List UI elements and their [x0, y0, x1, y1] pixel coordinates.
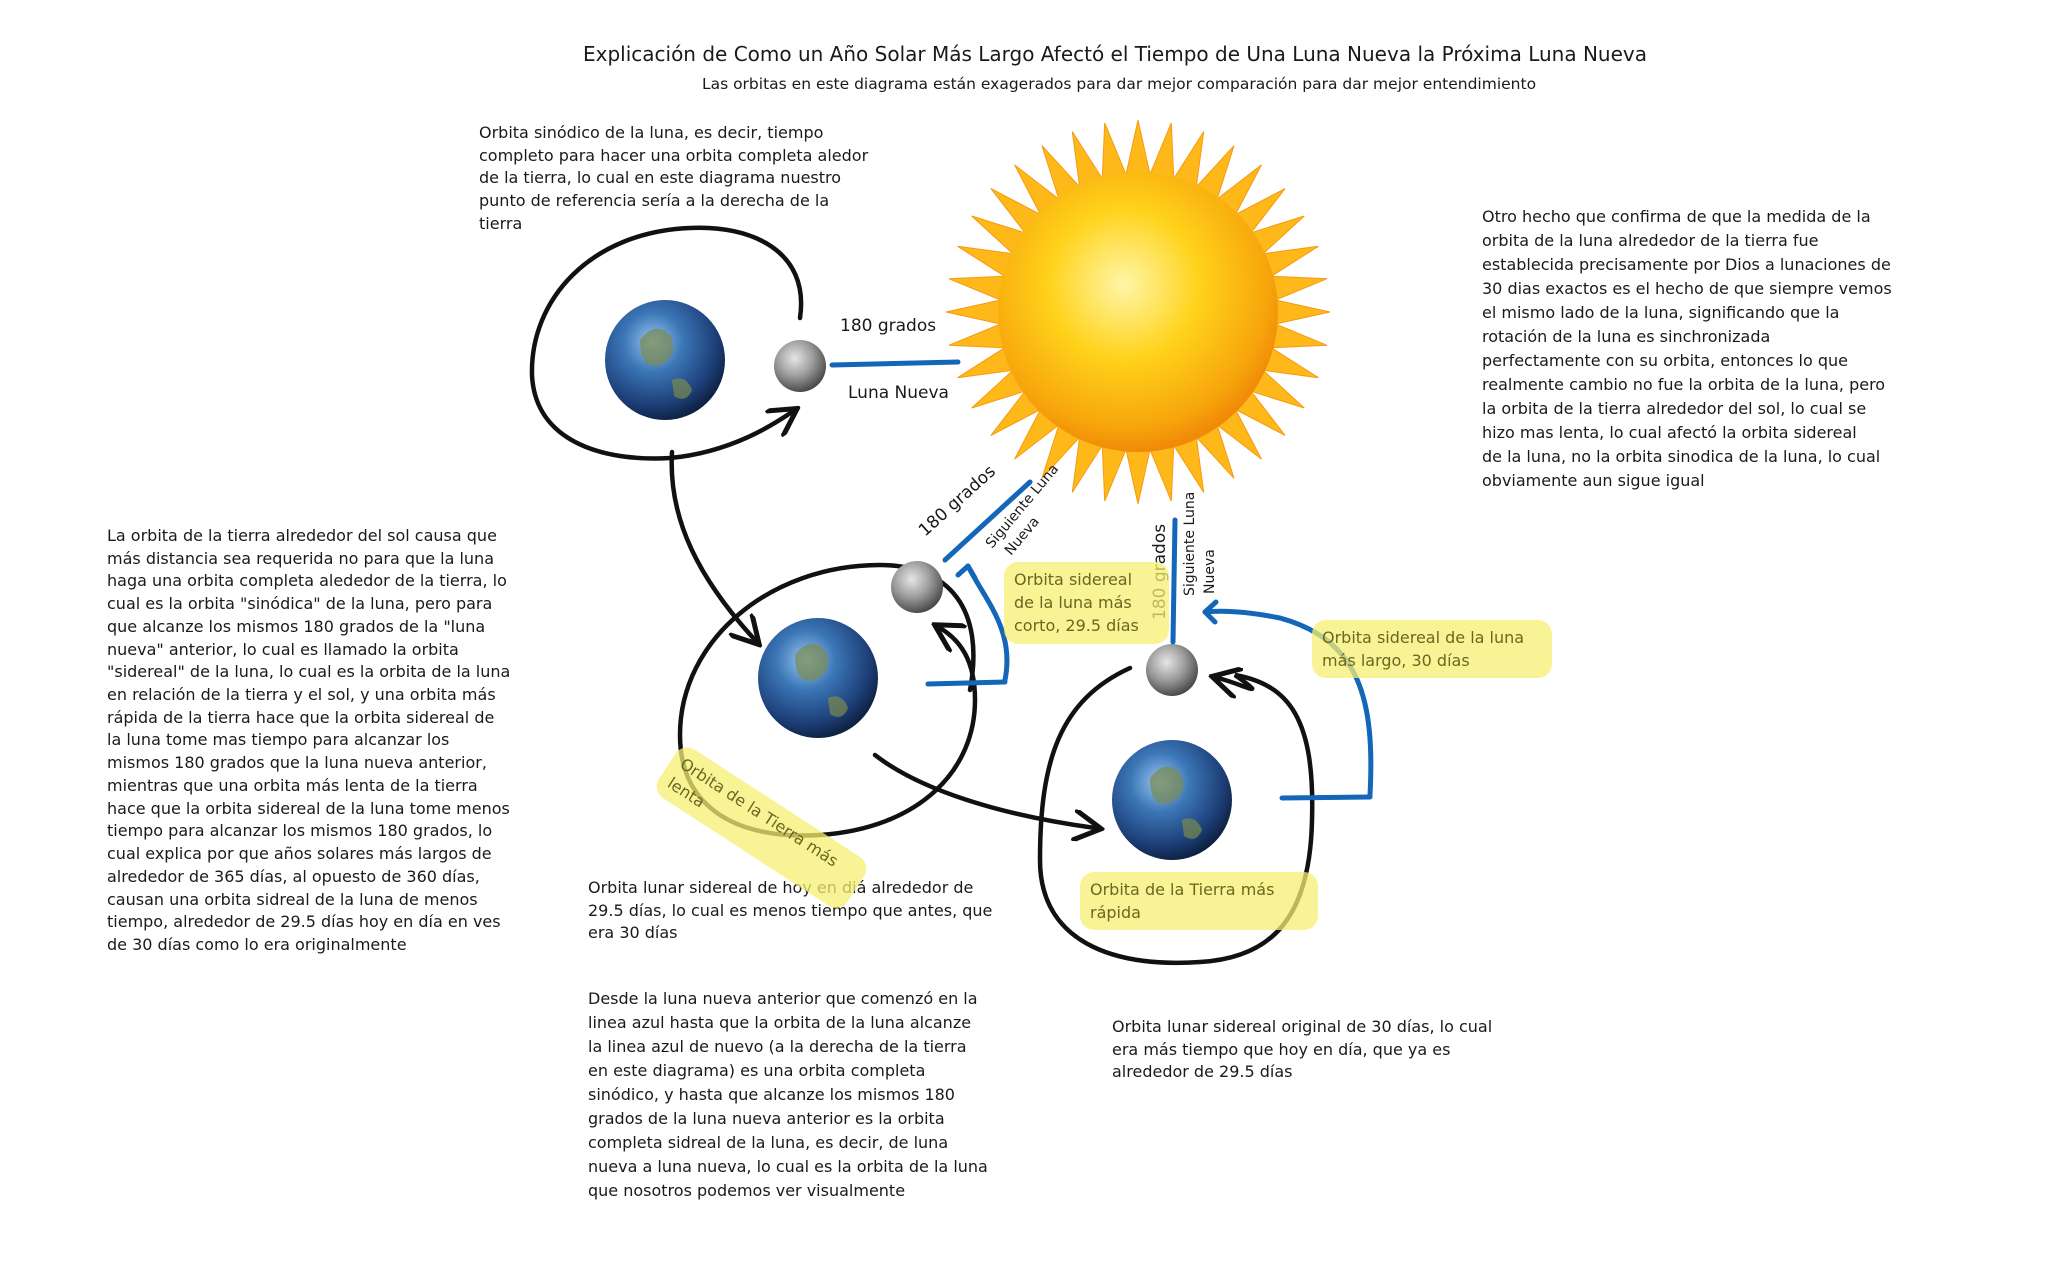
label-nueva-right: Nueva — [1202, 549, 1218, 594]
moon-right — [1146, 644, 1198, 696]
earth-right-land — [1150, 766, 1202, 839]
earth-top-land — [640, 328, 692, 399]
blue-line-top — [829, 359, 961, 368]
note-bottom-explanation: Desde la luna nueva anterior que comenzó… — [588, 989, 988, 1200]
blue-arrow-right — [1202, 599, 1219, 625]
highlight-long-sidereal: Orbita sidereal de la luna más largo, 30… — [1312, 620, 1552, 679]
arrow-mid-to-right — [872, 752, 1095, 828]
moon-top — [774, 340, 826, 392]
label-luna-nueva: Luna Nueva — [848, 383, 949, 403]
highlight-fast-earth-orbit: Orbita de la Tierra más rápida — [1080, 872, 1318, 931]
note-left-explanation: La orbita de la tierra alrededor del sol… — [107, 526, 511, 954]
diagram-subtitle: Las orbitas en este diagrama están exage… — [701, 75, 1537, 93]
blue-line-right-reference — [1279, 794, 1373, 801]
sidereal-orbit-right — [1037, 665, 1315, 965]
note-right-explanation: Otro hecho que confirma de que la medida… — [1482, 207, 1892, 490]
blue-line-right-radial — [1170, 517, 1178, 645]
label-180-grados-top: 180 grados — [840, 316, 936, 336]
note-synodic-orbit: Orbita sinódico de la luna, es decir, ti… — [479, 123, 869, 233]
highlight-short-sidereal: Orbita sidereal de la luna más corto, 29… — [1004, 562, 1169, 644]
earth-middle-land — [795, 643, 848, 717]
blue-arrow-middle — [955, 563, 978, 581]
blue-line-middle-reference — [925, 679, 1008, 687]
sun — [945, 119, 1331, 505]
note-original-sidereal: Orbita lunar sidereal original de 30 día… — [1112, 1017, 1493, 1082]
sun-disc — [998, 172, 1278, 452]
label-180-grados-middle: 180 grados — [915, 461, 1000, 540]
blue-line-middle-radial — [942, 479, 1033, 563]
moon-middle — [891, 561, 943, 613]
label-siguiente-luna-right: Siguiente Luna — [1182, 492, 1198, 596]
synodic-orbit-top — [529, 225, 804, 461]
diagram-title: Explicación de Como un Año Solar Más Lar… — [582, 42, 1647, 66]
